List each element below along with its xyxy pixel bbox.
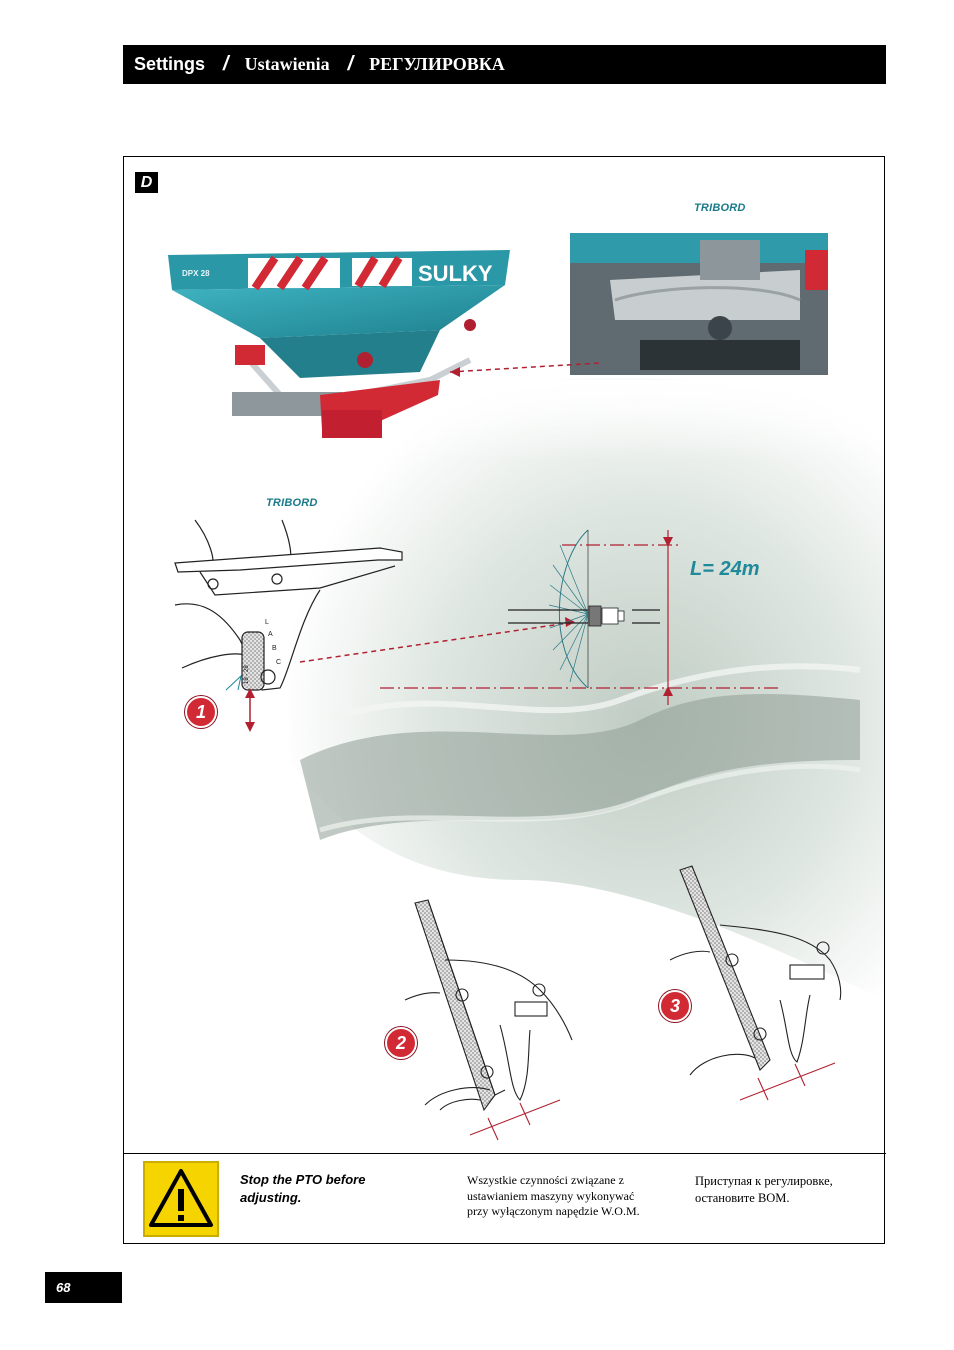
spread-pattern <box>508 529 660 689</box>
header-title-ru: РЕГУЛИРОВКА <box>369 54 505 74</box>
section-marker: D <box>135 172 158 193</box>
gauge-diagram-3 <box>669 865 842 1076</box>
tribord-photo <box>570 233 828 375</box>
diagram-label-tribord: TRIBORD <box>266 497 318 509</box>
diagram-connector <box>299 621 576 663</box>
field-background <box>280 378 884 1000</box>
brand-logo: SULKY <box>418 261 493 286</box>
gauge-letters: A B C L <box>265 619 281 666</box>
warning-triangle-icon <box>143 1161 219 1237</box>
page-number: 68 <box>45 1272 122 1303</box>
content-frame <box>123 156 885 1244</box>
header-separator: / <box>223 53 229 75</box>
frame-divider <box>123 1153 886 1154</box>
svg-text:L: L <box>265 619 269 626</box>
warning-stripes <box>248 255 412 291</box>
callout-1: 1 <box>185 696 217 728</box>
warning-text-pl: Wszystkie czynności związane z ustawiani… <box>467 1173 640 1218</box>
warning-text-ru: Приступая к регулировке, остановите ВОМ. <box>695 1174 833 1205</box>
page-header: Settings / Ustawienia / РЕГУЛИРОВКА <box>123 45 886 84</box>
header-title-en: Settings <box>134 54 206 74</box>
svg-text:A: A <box>268 631 273 638</box>
spread-width-label: L= 24m <box>690 558 760 580</box>
tribord-diagram <box>174 519 403 691</box>
width-dimension <box>380 530 780 705</box>
gauge-3-offset <box>739 1062 836 1101</box>
svg-text:B: B <box>272 645 277 652</box>
header-separator: / <box>347 53 354 75</box>
photo-label-tribord: TRIBORD <box>694 202 746 214</box>
header-title-pl: Ustawienia <box>244 54 330 74</box>
svg-text:C: C <box>276 659 281 666</box>
model-label: DPX 28 <box>182 269 210 278</box>
connector-line <box>449 362 601 373</box>
gauge-diagram-2 <box>404 899 573 1112</box>
warning-text-en: Stop the PTO before adjusting. <box>240 1172 366 1205</box>
callout-2: 2 <box>385 1027 417 1059</box>
gauge-2-offset <box>469 1099 561 1141</box>
spreader-machine: SULKY DPX 28 <box>168 250 510 438</box>
tractor-icon <box>588 605 625 627</box>
illustration: SULKY DPX 28 18 - 28 A <box>168 233 884 1141</box>
callout-3: 3 <box>659 990 691 1022</box>
gauge-scale: 18 - 28 <box>244 665 250 684</box>
